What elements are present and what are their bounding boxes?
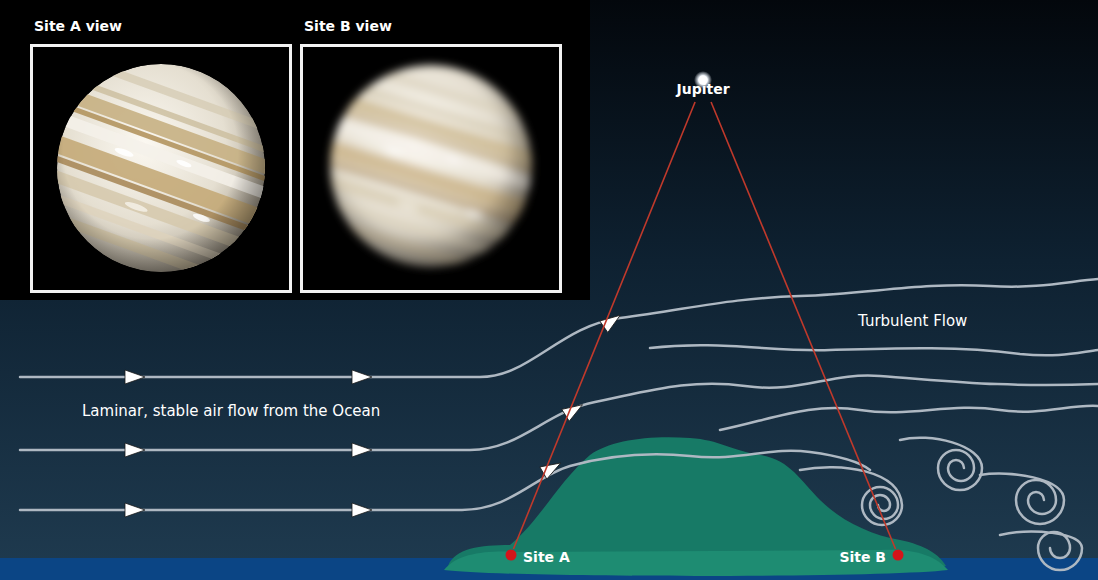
streamline xyxy=(650,345,1098,355)
planet-disk xyxy=(330,65,532,267)
flow-arrow xyxy=(125,370,145,384)
site-marker: Site A xyxy=(505,549,517,561)
flow-arrow xyxy=(352,370,372,384)
eddy xyxy=(1000,532,1082,570)
site-dot xyxy=(892,549,904,561)
site-dot xyxy=(893,550,904,561)
limb-shade xyxy=(330,65,532,267)
streamline xyxy=(720,406,1098,430)
inset-view: Site A view xyxy=(30,44,292,293)
view-heading: Site A view xyxy=(34,17,122,35)
flow-arrow xyxy=(562,399,586,421)
planet-marker: Jupiter xyxy=(671,63,735,102)
cloud-bands xyxy=(281,53,578,288)
flow-arrow xyxy=(125,443,145,457)
eddy xyxy=(980,474,1064,524)
sight-line xyxy=(513,102,695,549)
flow-arrow xyxy=(352,443,372,457)
flow-arrow xyxy=(125,503,145,517)
planet-name: Jupiter xyxy=(675,80,731,98)
site-dot xyxy=(506,550,517,561)
limb-shade xyxy=(57,64,265,272)
streamline xyxy=(20,279,1098,377)
view-heading: Site B view xyxy=(304,17,392,35)
site-marker: Site B xyxy=(892,549,904,561)
inset-panel xyxy=(0,0,590,300)
site-name: Site A xyxy=(523,548,570,566)
eddy xyxy=(800,467,902,525)
planet-disk xyxy=(57,64,265,272)
streamline xyxy=(20,451,870,510)
site-dot xyxy=(505,549,517,561)
flow-arrow xyxy=(352,503,372,517)
inset-view: Site B view xyxy=(300,44,562,293)
flow-label: Turbulent Flow xyxy=(858,312,967,331)
eddy xyxy=(900,438,982,490)
jupiter-sharp xyxy=(9,50,310,295)
air-flow xyxy=(20,279,1098,570)
flow-label: Laminar, stable air flow from the Ocean xyxy=(82,402,380,421)
cloud-bands xyxy=(9,50,310,295)
site-name: Site B xyxy=(839,548,886,566)
jupiter-blurred xyxy=(281,53,578,288)
